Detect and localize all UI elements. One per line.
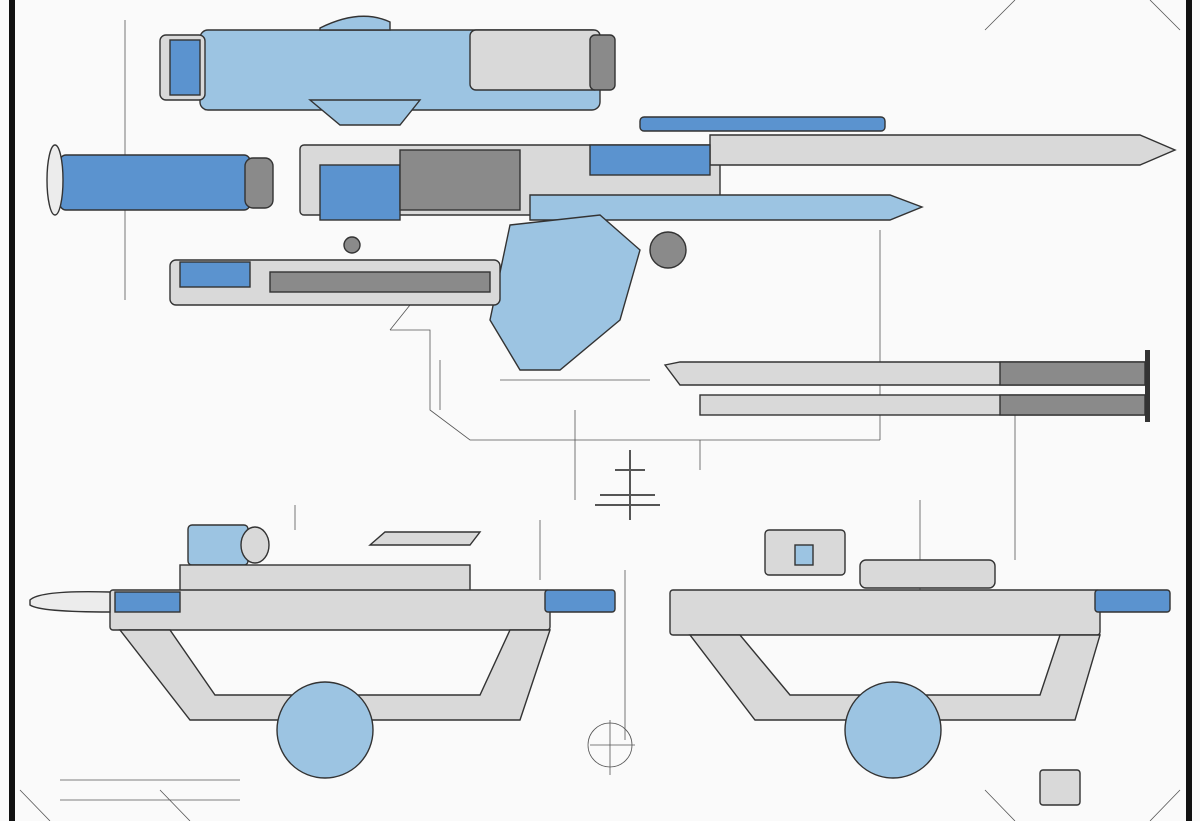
top-cannon-module — [159, 15, 616, 126]
small-top-schematic — [587, 450, 660, 775]
sheet-frame — [9, 0, 1192, 821]
side-view-gun-right — [669, 529, 1171, 806]
side-view-gun-left — [29, 524, 616, 779]
main-rifle-module — [46, 116, 1177, 371]
barrel-detail — [663, 350, 1150, 422]
